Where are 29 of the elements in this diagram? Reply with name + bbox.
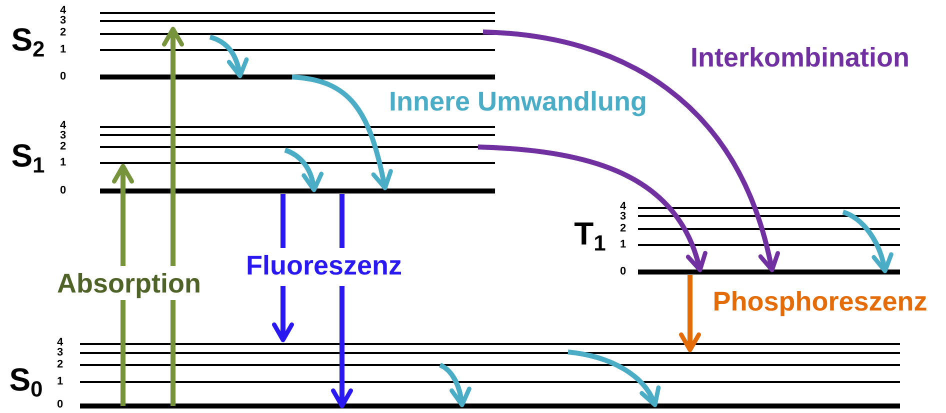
vibrational-level-number: 3 [620,212,626,222]
vibrational-level-number: 2 [60,142,66,152]
vibrational-level-number: 3 [56,348,64,358]
vibrational-level-number: 0 [60,186,66,196]
process-label: Fluoreszenz [246,252,402,280]
vibrational-level-number: 0 [56,400,64,410]
process-label: Innere Umwandlung [388,88,648,116]
process-label: Phosphoreszenz [712,288,928,316]
vibrational-level-number: 4 [56,338,64,348]
vibrational-level-number: 2 [60,28,66,38]
vibrational-level-number: 4 [60,120,66,132]
process-label: Absorption [57,270,201,298]
vibrational-level-number: 0 [620,266,626,278]
state-label: T$_{1}$ [574,218,606,254]
state-label: S$_{1}$ [11,140,45,176]
state-label: S$_{2}$ [11,24,45,60]
vibrational-level-number: 1 [56,376,64,388]
vibrational-level-number: 1 [60,44,66,56]
vibrational-level-number: 1 [620,240,626,250]
vibrational-level-number: 2 [620,224,626,234]
vibrational-level-number: 3 [60,16,66,26]
vibrational-level-number: 1 [60,158,66,168]
vibrational-level-number: 4 [60,6,66,16]
vibrational-level-number: 3 [60,130,66,142]
vibrational-level-number: 2 [56,360,64,370]
vibrational-level-number: 0 [60,72,66,82]
process-label: Interkombination [690,44,910,72]
vibrational-level-number: 4 [620,202,626,212]
state-label: S$_{0}$ [9,364,43,400]
